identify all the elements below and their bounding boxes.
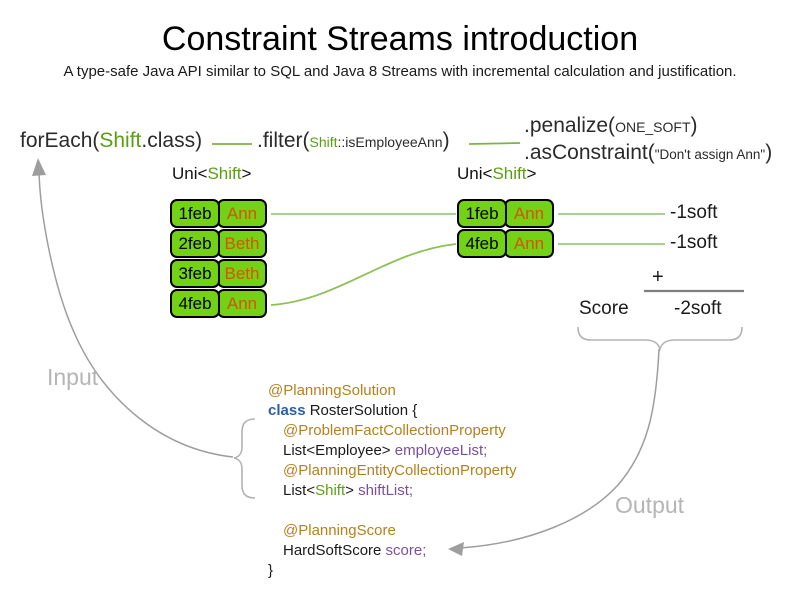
code-shift-list-type-post: > bbox=[345, 482, 359, 499]
code-class-declaration: class RosterSolution { bbox=[268, 401, 517, 421]
code-blank-line bbox=[268, 501, 517, 521]
input-arrowhead-icon bbox=[32, 158, 46, 176]
code-annotation-planning-entity: @PlanningEntityCollectionProperty bbox=[283, 462, 517, 479]
output-arrow-curve bbox=[459, 348, 660, 549]
foreach-call: forEach(Shift.class) bbox=[20, 129, 202, 153]
pipeline-connector-2 bbox=[468, 142, 521, 145]
penalty-value-1: -1soft bbox=[670, 202, 718, 223]
left-stream-label-class: Shift bbox=[207, 164, 242, 183]
score-label: Score bbox=[579, 298, 629, 319]
filter-pre: .filter( bbox=[257, 129, 310, 152]
code-score-field: HardSoftScore score; bbox=[268, 541, 517, 561]
filter-post: ) bbox=[442, 129, 450, 152]
foreach-class-arg: Shift bbox=[99, 129, 142, 152]
shift-employee-cell: Ann bbox=[217, 199, 267, 228]
code-employee-list-name: employeeList; bbox=[394, 442, 488, 459]
shift-date-cell: 4feb bbox=[170, 289, 220, 318]
code-shift-list-field: List<Shift> shiftList; bbox=[268, 481, 517, 501]
shift-employee-cell: Beth bbox=[217, 229, 267, 258]
code-shift-class: Shift bbox=[315, 482, 346, 499]
shift-date-cell: 1feb bbox=[170, 199, 220, 228]
penalize-arg: ONE_SOFT bbox=[615, 119, 691, 135]
code-shift-list-type-pre: List< bbox=[283, 482, 316, 499]
output-arrowhead-icon bbox=[448, 542, 464, 556]
code-annotation-problem-fact: @ProblemFactCollectionProperty bbox=[283, 422, 506, 439]
shift-date-cell: 2feb bbox=[170, 229, 220, 258]
left-stream-label-post: > bbox=[241, 164, 252, 183]
page-subtitle: A type-safe Java API similar to SQL and … bbox=[63, 63, 737, 80]
code-keyword-class: class bbox=[268, 402, 306, 419]
shift-employee-cell: Ann bbox=[504, 199, 554, 228]
penalize-pre: .penalize( bbox=[524, 114, 616, 137]
shift-date-cell: 1feb bbox=[457, 199, 507, 228]
code-annotation-planning-solution: @PlanningSolution bbox=[268, 382, 396, 399]
code-shift-list-name: shiftList; bbox=[358, 482, 414, 499]
score-total: -2soft bbox=[674, 298, 722, 319]
asconstraint-call: .asConstraint("Don't assign Ann") bbox=[524, 141, 772, 165]
left-stream-label-pre: Uni< bbox=[172, 164, 208, 183]
code-class-name: RosterSolution { bbox=[305, 402, 418, 419]
shift-employee-cell: Ann bbox=[504, 229, 554, 258]
row-connector-4feb bbox=[270, 243, 457, 306]
code-annotation-planning-score: @PlanningScore bbox=[283, 522, 396, 539]
score-brace bbox=[577, 326, 743, 352]
penalize-post: ) bbox=[690, 114, 698, 137]
input-arrow-curve bbox=[38, 170, 234, 458]
code-score-name: score; bbox=[385, 542, 427, 559]
right-stream-label-pre: Uni< bbox=[457, 164, 493, 183]
plus-sign: + bbox=[652, 266, 664, 288]
foreach-post: .class) bbox=[141, 129, 203, 152]
asconstraint-arg: "Don't assign Ann" bbox=[654, 147, 766, 162]
output-label: Output bbox=[615, 492, 685, 518]
asconstraint-post: ) bbox=[765, 141, 773, 164]
code-employee-list-field: List<Employee> employeeList; bbox=[268, 441, 517, 461]
code-block: @PlanningSolution class RosterSolution {… bbox=[268, 381, 517, 581]
code-score-type: HardSoftScore bbox=[283, 542, 386, 559]
right-stream-label: Uni<Shift> bbox=[457, 164, 536, 184]
right-stream-label-class: Shift bbox=[492, 164, 527, 183]
penalty-value-2: -1soft bbox=[670, 232, 718, 253]
asconstraint-pre: .asConstraint( bbox=[524, 141, 655, 164]
filter-arg-method: ::isEmployeeAnn bbox=[337, 134, 443, 150]
shift-employee-cell: Beth bbox=[217, 259, 267, 288]
page-title: Constraint Streams introduction bbox=[161, 20, 639, 58]
code-closing-brace: } bbox=[268, 562, 274, 579]
code-brace bbox=[233, 418, 256, 499]
foreach-pre: forEach( bbox=[20, 129, 100, 152]
input-label: Input bbox=[47, 364, 99, 390]
shift-date-cell: 4feb bbox=[457, 229, 507, 258]
filter-call: .filter(Shift::isEmployeeAnn) bbox=[257, 129, 450, 153]
left-stream-label: Uni<Shift> bbox=[172, 164, 251, 184]
code-employee-list-type: List<Employee> bbox=[283, 442, 395, 459]
filter-arg-class: Shift bbox=[309, 134, 338, 150]
right-stream-label-post: > bbox=[526, 164, 537, 183]
penalize-call: .penalize(ONE_SOFT) bbox=[524, 114, 698, 138]
shift-employee-cell: Ann bbox=[217, 289, 267, 318]
shift-date-cell: 3feb bbox=[170, 259, 220, 288]
